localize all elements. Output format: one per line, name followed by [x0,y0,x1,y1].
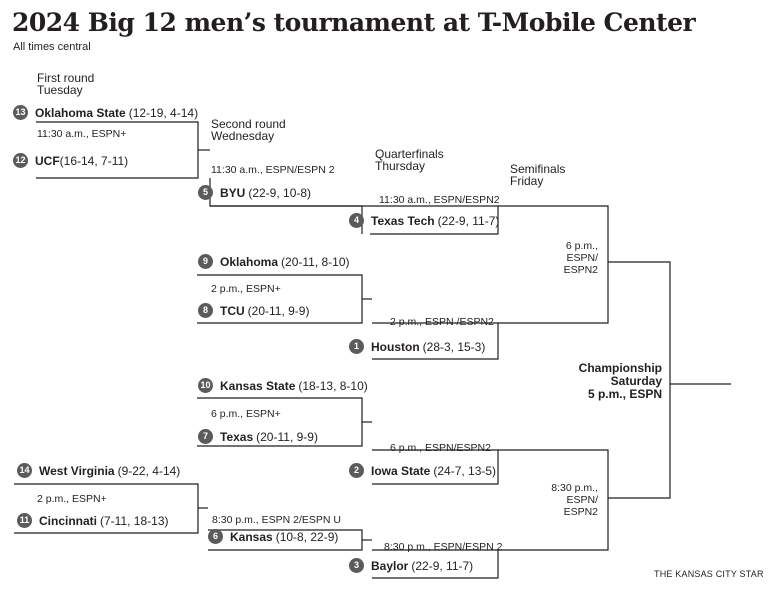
team-record: (22-9, 11-7) [411,558,474,573]
seed-badge: 6 [208,529,223,545]
team-name: Baylor [371,558,409,573]
team-tcu: 8 TCU(20-11, 9-9) [198,302,310,319]
seed-badge: 10 [198,378,213,394]
team-record: (22-9, 10-8) [248,185,312,200]
team-name: Kansas [230,529,273,544]
seed-badge: 14 [17,463,32,479]
bracket-line [372,449,499,485]
team-name: BYU [220,185,246,200]
seed-badge: 4 [349,213,364,229]
team-record: (7-11, 18-13) [100,513,169,528]
round-label-semifinals: Semifinals Friday [510,162,566,188]
seed-badge: 11 [17,513,32,529]
game-time-quarterfinal-1: 11:30 a.m., ESPN/ESPN2 [379,194,500,206]
team-record: (10-8, 22-9) [275,529,339,544]
bracket-line [372,549,499,579]
team-byu: 5 BYU(22-9, 10-8) [198,184,312,201]
team-name: Iowa State [371,463,431,478]
seed-badge: 12 [13,153,28,169]
page-subtitle: All times central [13,41,91,53]
seed-badge: 9 [198,254,213,270]
team-name: Oklahoma [220,254,279,269]
team-record: (28-3, 15-3) [422,339,486,354]
team-record: (18-13, 8-10) [298,378,368,393]
team-houston: 1 Houston(28-3, 15-3) [349,338,486,355]
team-name: Cincinnati [39,513,98,528]
team-record: (20-11, 9-9) [247,303,310,318]
team-oklahoma: 9 Oklahoma(20-11, 8-10) [198,253,350,270]
team-name: Kansas State [220,378,296,393]
team-record: (12-19, 4-14) [128,105,199,120]
game-time-quarterfinal-2: 2 p.m., ESPN /ESPN2 [390,316,494,328]
team-name: Texas [220,429,254,444]
game-time-first-round-top: 11:30 a.m., ESPN+ [37,128,127,140]
team-cincinnati: 11 Cincinnati(7-11, 18-13) [17,512,169,529]
team-ucf: 12 UCF(16-14, 7-11) [13,152,129,169]
seed-badge: 13 [13,105,28,121]
page-title: 2024 Big 12 men’s tournament at T-Mobile… [12,8,696,37]
round-label-quarterfinals: Quarterfinals Thursday [375,147,444,173]
source-credit: THE KANSAS CITY STAR [654,569,764,579]
seed-badge: 8 [198,303,213,319]
seed-badge: 7 [198,429,213,445]
team-record: (16-14, 7-11) [59,153,129,168]
game-time-quarterfinal-3: 6 p.m., ESPN/ESPN2 [390,442,491,454]
team-record: (22-9, 11-7) [437,213,500,228]
game-time-second-round-mid: 2 p.m., ESPN+ [211,283,281,295]
team-name: West Virginia [39,463,115,478]
game-time-second-round-kansas-state: 6 p.m., ESPN+ [211,408,281,420]
team-texas-tech: 4 Texas Tech(22-9, 11-7) [349,212,500,229]
championship-info: Championship Saturday 5 p.m., ESPN [578,361,662,401]
team-west-virginia: 14 West Virginia(9-22, 4-14) [17,462,181,479]
team-name: Houston [371,339,420,354]
game-time-semifinal-top: 6 p.m., ESPN/ ESPN2 [563,240,598,276]
round-label-first: First round Tuesday [37,71,95,97]
bracket-line [362,205,499,235]
team-record: (9-22, 4-14) [117,463,181,478]
team-name: UCF [35,153,60,168]
game-time-semifinal-bottom: 8:30 p.m., ESPN/ ESPN2 [551,482,598,518]
game-time-quarterfinal-4: 8:30 p.m., ESPN/ESPN 2 [384,541,503,553]
bracket-line [498,449,609,551]
seed-badge: 5 [198,185,213,201]
team-record: (20-11, 8-10) [281,254,350,269]
game-time-second-round-top: 11:30 a.m., ESPN/ESPN 2 [211,164,335,176]
team-name: Texas Tech [371,213,435,228]
seed-badge: 1 [349,339,364,355]
bracket-line [498,205,609,324]
team-texas: 7 Texas(20-11, 9-9) [198,428,318,445]
team-baylor: 3 Baylor(22-9, 11-7) [349,557,474,574]
team-name: TCU [220,303,245,318]
team-iowa-state: 2 Iowa State(24-7, 13-5) [349,462,497,479]
game-time-first-round-bottom: 2 p.m., ESPN+ [37,493,107,505]
team-record: (20-11, 9-9) [256,429,318,444]
bracket-line [608,261,671,499]
bracket-line [372,322,499,360]
team-kansas: 6 Kansas(10-8, 22-9) [208,528,339,545]
team-oklahoma-state: 13 Oklahoma State(12-19, 4-14) [13,104,199,121]
team-kansas-state: 10 Kansas State(18-13, 8-10) [198,377,368,394]
seed-badge: 3 [349,558,364,574]
game-time-second-round-bottom: 8:30 p.m., ESPN 2/ESPN U [212,514,341,526]
round-label-second: Second round Wednesday [211,117,286,143]
team-record: (24-7, 13-5) [433,463,497,478]
seed-badge: 2 [349,463,364,479]
team-name: Oklahoma State [35,105,126,120]
